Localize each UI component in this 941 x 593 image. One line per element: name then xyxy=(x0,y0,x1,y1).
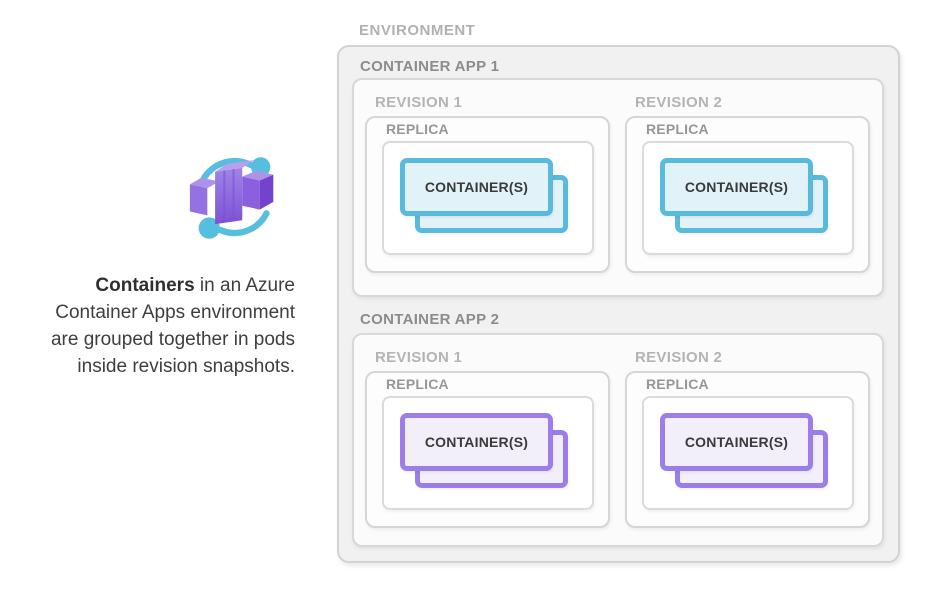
right-container-box xyxy=(242,170,274,210)
app2-revision-2-label: REVISION 2 xyxy=(635,349,723,366)
caption-line-3: are grouped together in pods xyxy=(50,329,295,350)
container-label: CONTAINER(S) xyxy=(684,179,789,195)
azure-container-apps-icon-svg xyxy=(189,157,274,239)
app1-rev2-replica-box: CONTAINER(S) xyxy=(642,141,854,255)
orbit-arc-bottom xyxy=(217,210,270,237)
container-app-2-label: CONTAINER APP 2 xyxy=(360,311,500,328)
app1-rev2-replica-label: REPLICA xyxy=(646,121,709,137)
caption-text: Containers in an Azure Container Apps en… xyxy=(6,272,295,380)
caption-bold-word: Containers xyxy=(95,275,195,296)
container-box-front: CONTAINER(S) xyxy=(400,158,553,216)
container-box-front: CONTAINER(S) xyxy=(660,158,813,216)
container-label: CONTAINER(S) xyxy=(424,434,529,450)
caption-line-1: Containers in an Azure xyxy=(6,272,295,299)
environment-label: ENVIRONMENT xyxy=(359,22,476,39)
container-app-1-label: CONTAINER APP 1 xyxy=(360,58,500,75)
caption-line-1-rest: in an Azure xyxy=(194,275,295,296)
left-container-box xyxy=(189,177,219,216)
caption-line-2: Container Apps environment xyxy=(55,302,295,323)
container-app-1-box: REVISION 1 REPLICA CONTAINER(S) REVISION… xyxy=(352,78,884,297)
app2-rev1-replica-box: CONTAINER(S) xyxy=(382,396,594,510)
container-app-2-box: REVISION 1 REPLICA CONTAINER(S) REVISION… xyxy=(352,333,884,547)
container-label: CONTAINER(S) xyxy=(424,179,529,195)
app2-rev2-replica-label: REPLICA xyxy=(646,376,709,392)
app1-revision-1-label: REVISION 1 xyxy=(375,94,463,111)
orbit-dot-bottom-left xyxy=(198,217,220,239)
environment-box: CONTAINER APP 1 REVISION 1 REPLICA CONTA… xyxy=(337,45,900,563)
container-box-front: CONTAINER(S) xyxy=(400,413,553,471)
center-container-box xyxy=(215,160,254,225)
app1-revision-2-label: REVISION 2 xyxy=(635,94,723,111)
container-label: CONTAINER(S) xyxy=(684,434,789,450)
caption-line-4: inside revision snapshots. xyxy=(77,356,295,377)
app1-revision-2-box: REPLICA CONTAINER(S) xyxy=(625,116,870,273)
app2-revision-1-box: REPLICA CONTAINER(S) xyxy=(365,371,610,528)
app2-rev2-replica-box: CONTAINER(S) xyxy=(642,396,854,510)
app2-revision-1-label: REVISION 1 xyxy=(375,349,463,366)
azure-container-apps-icon xyxy=(186,144,283,250)
app1-rev1-replica-label: REPLICA xyxy=(386,121,449,137)
app2-rev1-replica-label: REPLICA xyxy=(386,376,449,392)
app2-revision-2-box: REPLICA CONTAINER(S) xyxy=(625,371,870,528)
app1-rev1-replica-box: CONTAINER(S) xyxy=(382,141,594,255)
container-box-front: CONTAINER(S) xyxy=(660,413,813,471)
app1-revision-1-box: REPLICA CONTAINER(S) xyxy=(365,116,610,273)
